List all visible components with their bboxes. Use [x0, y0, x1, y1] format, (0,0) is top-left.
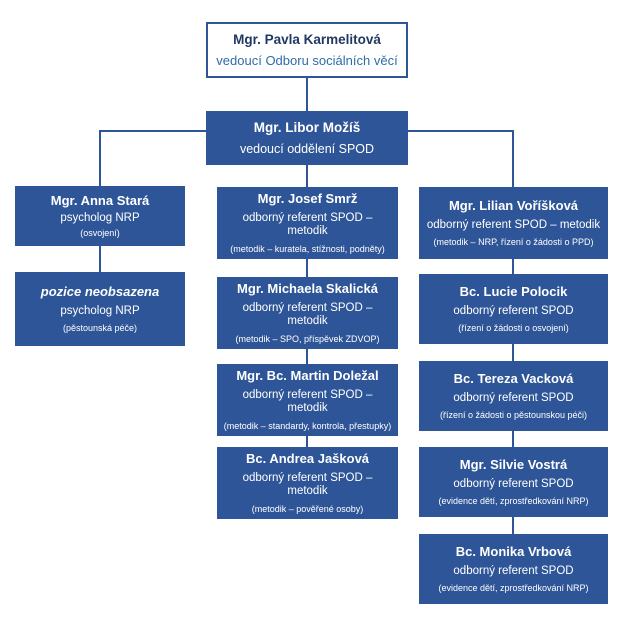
org-box-tereza-vackova: Bc. Tereza Vacková odborný referent SPOD… [419, 361, 608, 431]
org-box-silvie-vostra: Mgr. Silvie Vostrá odborný referent SPOD… [419, 447, 608, 517]
person-title: odborný referent SPOD [453, 391, 574, 404]
person-detail: (metodik – kuratela, stížnosti, podněty) [230, 243, 385, 254]
org-box-monika-vrbova: Bc. Monika Vrbová odborný referent SPOD … [419, 534, 608, 604]
person-title: odborný referent SPOD – metodik [242, 472, 373, 498]
connector-branch-right-h [408, 130, 514, 132]
person-title: vedoucí oddělení SPOD [239, 141, 375, 156]
person-title: vedoucí Odboru sociálních věcí [216, 53, 398, 68]
person-title: odborný referent SPOD [453, 304, 574, 317]
person-title: odborný referent SPOD – metodik [242, 212, 373, 238]
connector-col3-3 [512, 431, 514, 447]
person-detail: (metodik – NRP, řízení o žádosti o PPD) [433, 236, 594, 247]
person-title: odborný referent SPOD [453, 477, 574, 490]
person-name: Mgr. Josef Smrž [257, 191, 358, 207]
connector-branch-left-h [99, 130, 206, 132]
org-box-andrea-jaskova: Bc. Andrea Jašková odborný referent SPOD… [217, 447, 398, 519]
connector-branch-middle-v [306, 165, 308, 187]
connector-col2-3 [306, 436, 308, 447]
org-box-pozice-neobsazena: pozice neobsazena psycholog NRP (pěstoun… [15, 272, 185, 346]
person-name: Mgr. Silvie Vostrá [459, 456, 568, 472]
person-detail: (evidence dětí, zprostředkování NRP) [438, 582, 589, 593]
person-detail: (pěstounská péče) [62, 322, 138, 333]
person-detail: (metodik – SPO, příspěvek ZDVOP) [235, 333, 380, 344]
person-title: odborný referent SPOD [453, 564, 574, 577]
person-name: Bc. Monika Vrbová [455, 543, 572, 559]
person-name: Mgr. Michaela Skalická [237, 281, 378, 297]
person-name: Mgr. Anna Stará [50, 192, 150, 208]
org-box-pavla-karmelitova: Mgr. Pavla Karmelitová vedoucí Odboru so… [206, 22, 408, 78]
person-title: psycholog NRP [60, 211, 140, 224]
org-box-martin-dolezal: Mgr. Bc. Martin Doležal odborný referent… [217, 364, 398, 436]
person-name: pozice neobsazena [40, 283, 160, 299]
org-box-michaela-skalicka: Mgr. Michaela Skalická odborný referent … [217, 277, 398, 349]
connector-col2-1 [306, 259, 308, 277]
person-detail: (řízení o žádosti o pěstounskou péči) [439, 409, 588, 420]
connector-root-manager [306, 78, 308, 111]
person-detail: (osvojení) [80, 227, 120, 238]
person-name: Bc. Tereza Vacková [453, 370, 574, 386]
person-title: odborný referent SPOD – metodik [426, 218, 601, 231]
person-detail: (metodik – pověřené osoby) [251, 503, 364, 514]
connector-col3-2 [512, 344, 514, 361]
org-box-lilian-voriskova: Mgr. Lilian Voříšková odborný referent S… [419, 187, 608, 259]
connector-col3-4 [512, 517, 514, 534]
connector-branch-right-v [512, 130, 514, 187]
person-name: Mgr. Lilian Voříšková [448, 197, 579, 213]
person-title: psycholog NRP [60, 304, 140, 317]
org-box-anna-stara: Mgr. Anna Stará psycholog NRP (osvojení) [15, 186, 185, 246]
person-detail: (metodik – standardy, kontrola, přestupk… [223, 420, 392, 431]
org-box-libor-mozis: Mgr. Libor Možíš vedoucí oddělení SPOD [206, 111, 408, 165]
person-name: Bc. Lucie Polocik [459, 283, 568, 299]
person-detail: (evidence dětí, zprostředkování NRP) [438, 495, 589, 506]
person-detail: (řízení o žádosti o osvojení) [458, 322, 569, 333]
person-title: odborný referent SPOD – metodik [242, 389, 373, 415]
person-name: Mgr. Libor Možíš [253, 120, 361, 136]
connector-col3-1 [512, 259, 514, 274]
org-box-josef-smrz: Mgr. Josef Smrž odborný referent SPOD – … [217, 187, 398, 259]
connector-col1-1 [99, 246, 101, 272]
connector-col2-2 [306, 349, 308, 364]
org-box-lucie-polocik: Bc. Lucie Polocik odborný referent SPOD … [419, 274, 608, 344]
connector-branch-left-v [99, 130, 101, 186]
person-name: Mgr. Bc. Martin Doležal [236, 368, 379, 384]
person-title: odborný referent SPOD – metodik [242, 302, 373, 328]
person-name: Mgr. Pavla Karmelitová [233, 32, 381, 47]
person-name: Bc. Andrea Jašková [245, 451, 370, 467]
